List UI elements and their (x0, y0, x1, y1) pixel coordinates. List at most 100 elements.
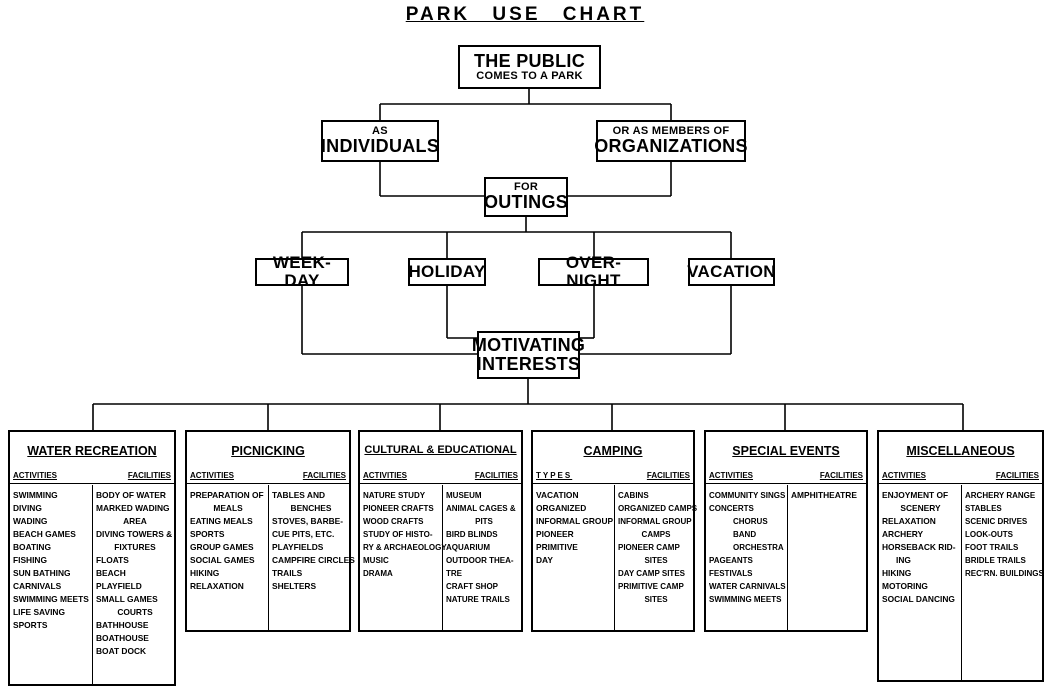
list-item: STUDY OF HISTO- (363, 530, 433, 539)
node-motivating-interests: MOTIVATING INTERESTS (472, 331, 585, 379)
list-item: STOVES, BARBE- (272, 516, 344, 526)
list-item: SWIMMING MEETS (13, 594, 89, 604)
list-item: BIRD BLINDS (446, 530, 498, 539)
node-motivating-line1: MOTIVATING (471, 335, 586, 356)
list-item: COURTS (117, 607, 153, 617)
facilities-list: AMPHITHEATRE (791, 489, 857, 502)
header-rule (187, 483, 349, 484)
list-item: MARKED WADING (96, 503, 170, 513)
list-item: BOAT DOCK (96, 646, 147, 656)
node-holiday-label: HOLIDAY (408, 262, 486, 282)
header-rule (10, 483, 174, 484)
list-item: BEACH GAMES (13, 529, 76, 539)
list-item: COMMUNITY SINGS (709, 491, 786, 500)
list-item: OUTDOOR THEA- (446, 556, 514, 565)
list-item: SITES (644, 556, 668, 565)
list-item: PRIMITIVE (536, 542, 578, 552)
list-item: AQUARIUM (446, 543, 490, 552)
node-week-day-label: WEEK-DAY (272, 253, 332, 290)
list-item: MEALS (213, 503, 243, 513)
node-over-night: OVER-NIGHT (538, 254, 649, 289)
list-item: PRIMITIVE CAMP (618, 582, 684, 591)
list-item: CABINS (618, 491, 649, 500)
activities-header: ACTIVITIES (13, 471, 58, 480)
list-item: CONCERTS (709, 504, 754, 513)
list-item: CAMPS (641, 530, 671, 539)
list-item: HIKING (882, 568, 912, 578)
facilities-header: FACILITIES (474, 471, 518, 480)
node-outings: FOR OUTINGS (484, 177, 568, 217)
header-rule (360, 483, 521, 484)
list-item: PLAYFIELD (96, 581, 142, 591)
list-item: ORCHESTRA (733, 543, 784, 552)
list-item: PREPARATION OF (190, 490, 264, 500)
list-item: BODY OF WATER (96, 490, 166, 500)
list-item: LOOK-OUTS (965, 530, 1013, 539)
list-item: CARNIVALS (13, 581, 62, 591)
list-item: WATER CARNIVALS (709, 582, 786, 591)
node-vacation: VACATION (687, 258, 776, 286)
header-rule (706, 483, 866, 484)
list-item: DAY (536, 555, 553, 565)
node-the-public-line2: COMES TO A PARK (476, 69, 583, 82)
node-outings-line1: FOR (513, 180, 539, 193)
list-item: CHORUS (733, 517, 768, 526)
facilities-header: FACILITIES (127, 471, 171, 480)
list-item: ARCHERY (882, 529, 924, 539)
node-organizations: OR AS MEMBERS OF ORGANIZATIONS (594, 120, 747, 162)
panel-water-recreation: WATER RECREATION ACTIVITIES FACILITIES S… (8, 430, 176, 686)
node-outings-line2: OUTINGS (483, 192, 569, 213)
types-header: TYPES (536, 471, 573, 480)
list-item: DRAMA (363, 569, 393, 578)
list-item: BRIDLE TRAILS (965, 556, 1026, 565)
list-item: FISHING (13, 555, 47, 565)
list-item: WOOD CRAFTS (363, 517, 424, 526)
list-item: SOCIAL GAMES (190, 555, 255, 565)
list-item: SWIMMING (13, 490, 58, 500)
column-divider (268, 485, 269, 630)
list-item: CAMPFIRE CIRCLES (272, 555, 355, 565)
list-item: BOATING (13, 542, 51, 552)
list-item: ARCHERY RANGE (965, 491, 1036, 500)
list-item: FESTIVALS (709, 569, 753, 578)
panel-title: WATER RECREATION (27, 444, 157, 458)
facilities-list: CABINS ORGANIZED CAMPS INFORMAL GROUP CA… (618, 489, 698, 606)
panel-picnicking: PICNICKING ACTIVITIES FACILITIES PREPARA… (185, 430, 355, 632)
list-item: WADING (13, 516, 48, 526)
list-item: SHELTERS (272, 581, 317, 591)
types-list: VACATION ORGANIZED INFORMAL GROUP PIONEE… (536, 489, 613, 567)
panel-title: CAMPING (583, 444, 643, 458)
list-item: MUSIC (363, 556, 389, 565)
list-item: BAND (733, 530, 757, 539)
list-item: FOOT TRAILS (965, 543, 1019, 552)
list-item: SOCIAL DANCING (882, 594, 955, 604)
panel-title: PICNICKING (231, 444, 305, 458)
node-motivating-line2: INTERESTS (476, 354, 581, 374)
node-vacation-label: VACATION (687, 262, 776, 282)
node-week-day: WEEK-DAY (255, 254, 349, 289)
list-item: BOATHOUSE (96, 633, 149, 643)
list-item: DIVING (13, 503, 42, 513)
list-item: TRE (446, 569, 462, 578)
list-item: ORGANIZED (536, 503, 587, 513)
list-item: SPORTS (13, 620, 48, 630)
facilities-header: FACILITIES (646, 471, 690, 480)
chart-title: PARK USE CHART (405, 4, 645, 25)
activities-header: ACTIVITIES (190, 471, 235, 480)
list-item: VACATION (536, 490, 579, 500)
facilities-header: FACILITIES (819, 471, 863, 480)
activities-list: PREPARATION OF MEALS EATING MEALS SPORTS… (190, 489, 266, 593)
node-over-night-label: OVER-NIGHT (565, 253, 622, 290)
panel-title: MISCELLANEOUS (906, 444, 1015, 458)
activities-header: ACTIVITIES (709, 471, 754, 480)
node-the-public-line1: THE PUBLIC (474, 50, 585, 71)
list-item: ORGANIZED CAMPS (618, 504, 698, 513)
facilities-list: BODY OF WATER MARKED WADING AREA DIVING … (96, 489, 174, 658)
list-item: RY & ARCHAEOLOGY (363, 543, 447, 552)
list-item: CUE PITS, ETC. (272, 529, 335, 539)
list-item: FIXTURES (114, 542, 156, 552)
list-item: SWIMMING MEETS (709, 595, 782, 604)
list-item: PIONEER CRAFTS (363, 504, 434, 513)
activities-list: ENJOYMENT OF SCENERY RELAXATION ARCHERY … (882, 489, 959, 606)
node-the-public: THE PUBLIC COMES TO A PARK (458, 45, 601, 89)
